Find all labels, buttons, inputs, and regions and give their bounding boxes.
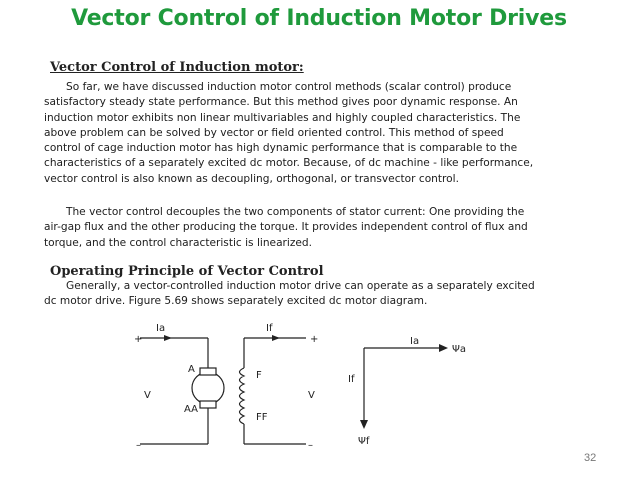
text-line: air-gap flux and the other producing the… — [44, 221, 528, 234]
scanned-textbook-page: Vector Control of Induction motor: So fa… — [44, 58, 584, 453]
label-voltage-right: V — [308, 390, 315, 401]
label-minus-left: – — [136, 440, 141, 451]
text-line: vector control is also known as decoupli… — [44, 172, 459, 185]
arrow-icon — [272, 335, 280, 341]
paragraph-decoupling: The vector control decouples the two com… — [44, 205, 584, 251]
armature-circle — [191, 371, 225, 405]
text-line: induction motor exhibits non linear mult… — [44, 111, 521, 124]
page-number: 32 — [584, 452, 597, 464]
label-plus-right: + — [310, 334, 318, 345]
brush-bottom — [199, 400, 217, 409]
arrow-icon — [164, 335, 172, 341]
label-field-current: If — [266, 323, 273, 334]
label-vector-ia: Ia — [410, 336, 419, 347]
dc-motor-diagram: Ia If + + – – V V A AA F FF Ia Ψa If Ψf — [134, 323, 466, 451]
text-line: satisfactory steady state performance. B… — [44, 96, 518, 109]
label-plus-left: + — [134, 334, 142, 345]
arrow-icon — [360, 420, 368, 429]
slide-title: Vector Control of Induction Motor Drives — [71, 6, 567, 31]
label-minus-right: – — [308, 440, 313, 451]
label-vector-psi-f: Ψf — [358, 436, 370, 447]
label-terminal-a: A — [188, 364, 195, 375]
field-winding-coil — [238, 367, 246, 425]
text-line: So far, we have discussed induction moto… — [66, 81, 512, 93]
paragraph-operating-principle: Generally, a vector-controlled induction… — [44, 279, 584, 310]
text-line: dc motor drive. Figure 5.69 shows separa… — [44, 295, 428, 308]
label-voltage-left: V — [144, 390, 151, 401]
subheading: Operating Principle of Vector Control — [50, 264, 324, 279]
label-terminal-ff: FF — [256, 412, 268, 423]
text-line: The vector control decouples the two com… — [66, 206, 525, 218]
label-terminal-f: F — [256, 370, 262, 381]
text-line: torque, and the control characteristic i… — [44, 236, 313, 249]
label-terminal-aa: AA — [184, 404, 198, 415]
text-line: Generally, a vector-controlled induction… — [66, 280, 535, 292]
text-line: control of cage induction motor has high… — [44, 142, 518, 155]
brush-top — [199, 367, 217, 376]
label-vector-psi-a: Ψa — [452, 344, 466, 355]
arrow-icon — [439, 344, 448, 352]
paragraph-intro: So far, we have discussed induction moto… — [44, 80, 584, 187]
section-heading: Vector Control of Induction motor: — [50, 60, 304, 75]
text-line: above problem can be solved by vector or… — [44, 126, 504, 139]
label-armature-current: Ia — [156, 323, 165, 334]
text-line: characteristics of a separately excited … — [44, 157, 534, 170]
label-vector-if: If — [348, 374, 355, 385]
